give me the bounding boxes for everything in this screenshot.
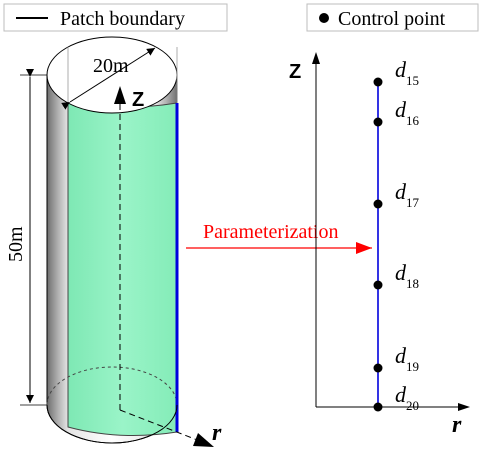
param-r-arrowhead [458, 403, 470, 411]
control-point-label-20: d20 [395, 382, 419, 413]
r-axis-dashed [119, 409, 206, 444]
bottom-rim-back [46, 366, 178, 406]
z-axis-arrowhead [114, 86, 126, 104]
control-point-18 [373, 280, 383, 290]
control-point-label-19: d19 [395, 343, 419, 374]
legend-patch-boundary: Patch boundary [3, 3, 228, 32]
height-label: 50m [5, 226, 27, 262]
legend-dot-swatch [319, 13, 329, 23]
param-z-label: Z [289, 61, 301, 83]
height-dimension: 50m [5, 69, 47, 406]
diameter-label: 20m [93, 55, 129, 77]
control-point-15 [373, 77, 383, 87]
control-point-19 [373, 363, 383, 373]
control-point-16 [373, 117, 383, 127]
legend-patch-boundary-label: Patch boundary [60, 8, 185, 30]
parameterization-arrow: Parameterization [186, 221, 372, 254]
diameter-dimension: 20m [61, 47, 156, 110]
legend-control-point-label: Control point [338, 8, 446, 30]
param-z-arrowhead [312, 52, 320, 64]
control-points: d15 d16 d17 d18 d19 d20 [373, 57, 420, 413]
control-point-17 [373, 199, 383, 209]
control-point-label-16: d16 [395, 97, 420, 128]
legend-control-point: Control point [306, 3, 479, 32]
control-point-label-15: d15 [395, 57, 419, 88]
control-point-label-17: d17 [395, 179, 420, 210]
patch-surface [67, 101, 178, 437]
r-axis-arrowhead [193, 433, 214, 447]
param-r-label: r [452, 412, 462, 438]
cylinder-r-label: r [212, 420, 222, 446]
control-point-20 [373, 402, 383, 412]
cylinder-axes: Z r [114, 86, 222, 447]
param-plot: Z r d15 d16 d17 d18 d19 d20 [289, 52, 470, 438]
cylinder-z-label: Z [132, 89, 144, 111]
parameterization-label: Parameterization [203, 221, 339, 243]
cylinder [46, 36, 179, 444]
control-point-label-18: d18 [395, 260, 419, 291]
